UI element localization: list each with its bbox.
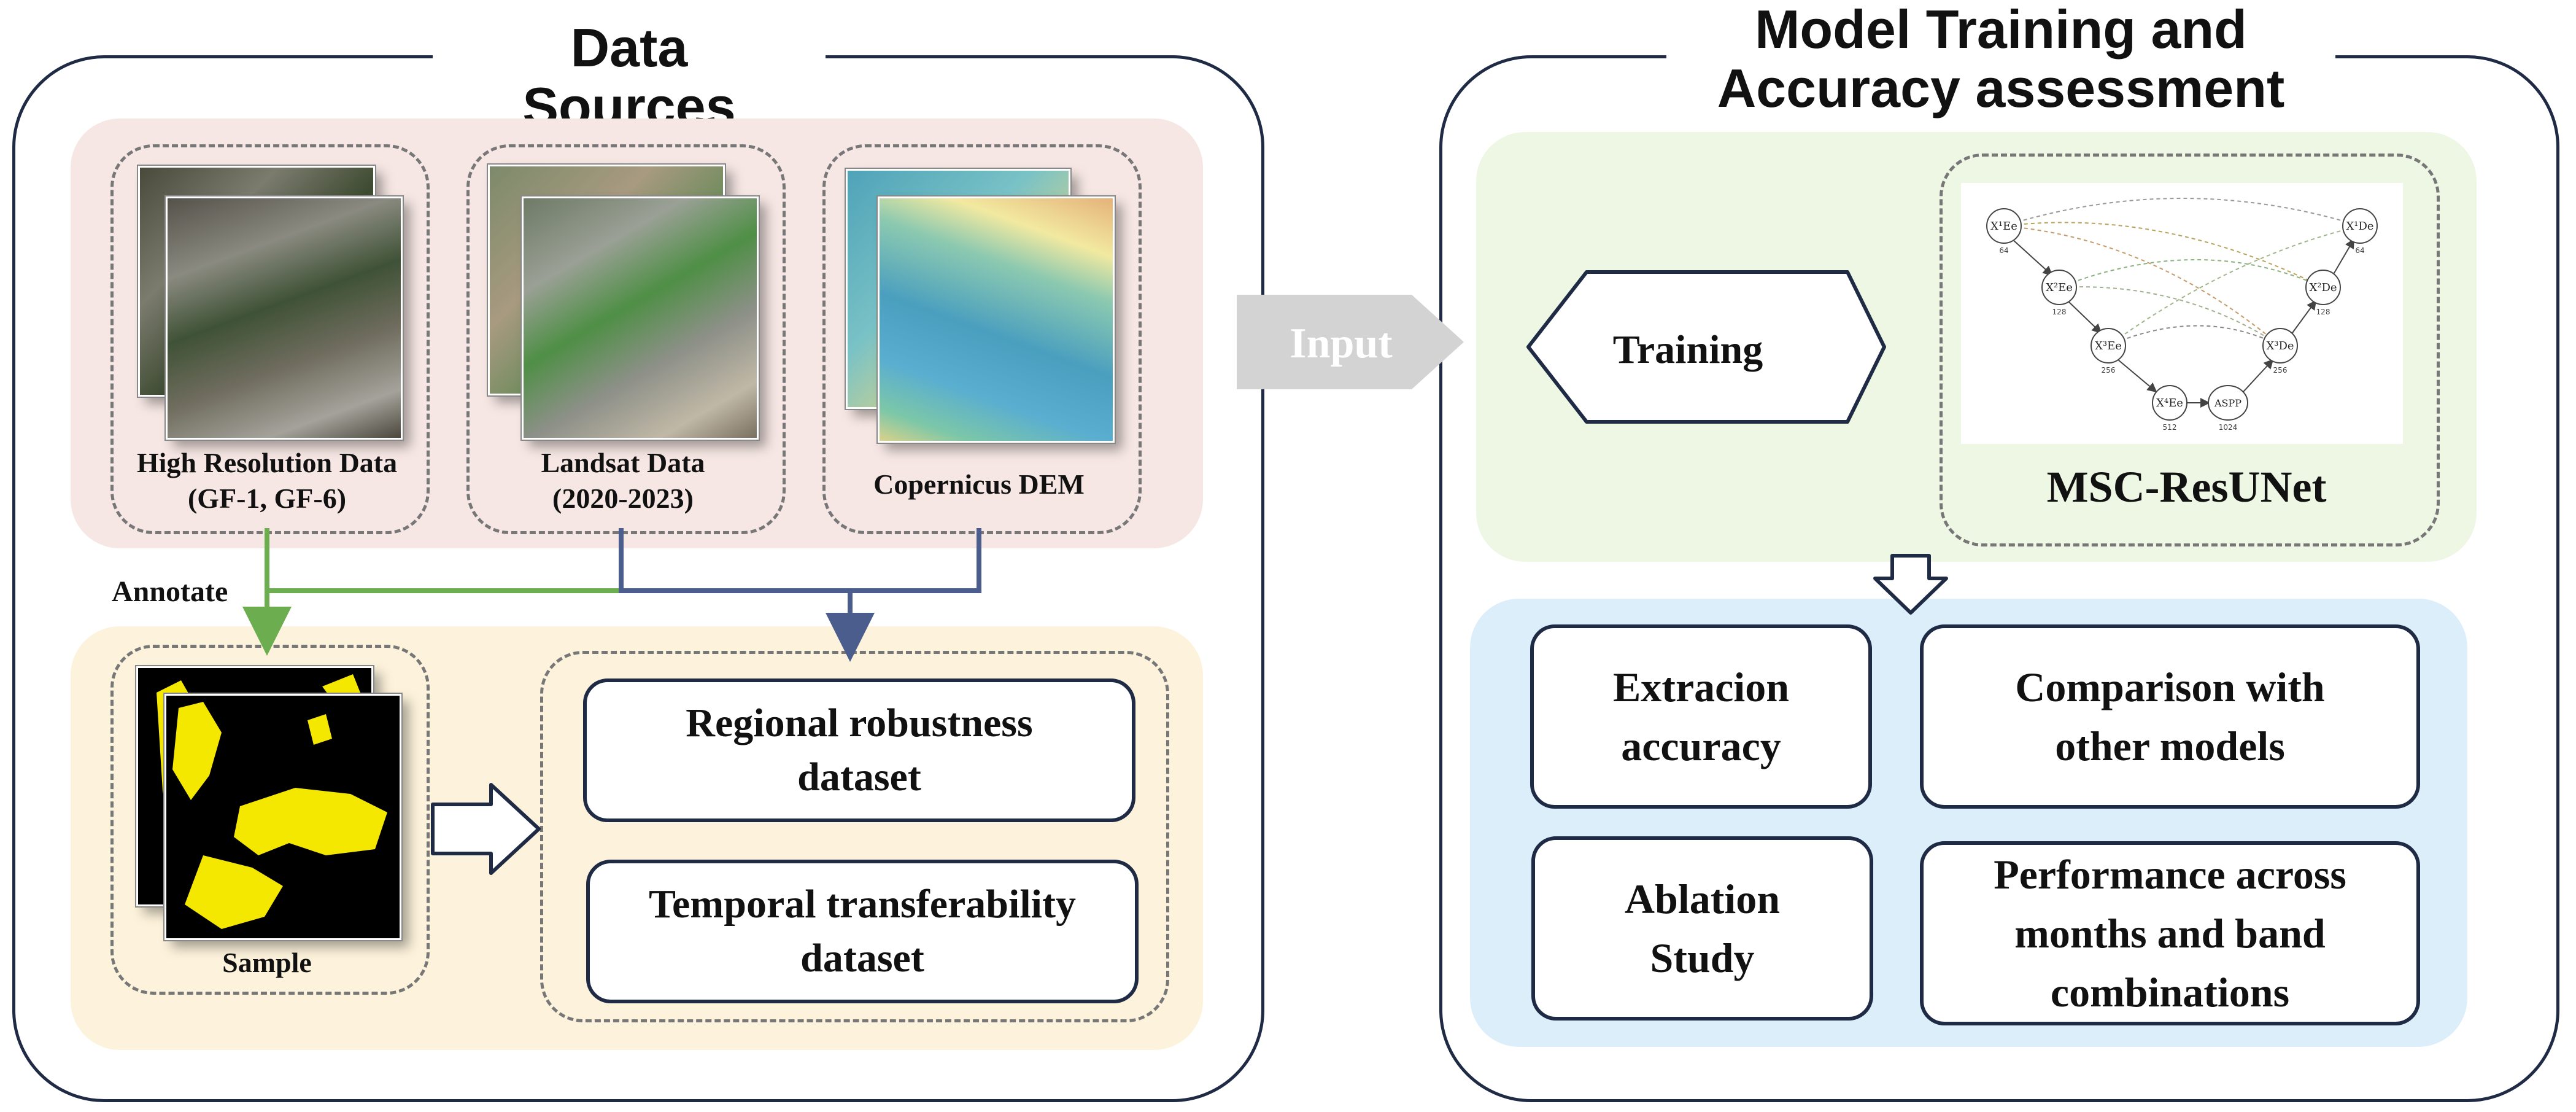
down-arrow bbox=[1873, 554, 1948, 615]
comparison-box: Comparison with other models bbox=[1920, 624, 2420, 809]
performance-box: Performance across months and band combi… bbox=[1920, 841, 2420, 1025]
sample-mask-front bbox=[164, 694, 401, 940]
dem-image-front bbox=[878, 196, 1115, 443]
node-enc-3: X³Ee bbox=[2095, 340, 2122, 352]
channel-1024: 1024 bbox=[2219, 423, 2238, 432]
dem-label: Copernicus DEM bbox=[873, 469, 1085, 500]
regional-robustness-dataset-box: Regional robustness dataset bbox=[583, 678, 1135, 822]
input-label: Input bbox=[1290, 320, 1393, 367]
extraction-accuracy-box: Extracion accuracy bbox=[1530, 624, 1872, 809]
channel-64-dec: 64 bbox=[2355, 246, 2364, 255]
network-diagram: X¹Ee X²Ee X³Ee X⁴Ee ASPP X³De X²De X¹De … bbox=[1961, 183, 2403, 444]
temporal-transferability-dataset-box: Temporal transferability dataset bbox=[586, 860, 1139, 1003]
node-enc-1: X¹Ee bbox=[1990, 220, 2017, 233]
channel-128-dec: 128 bbox=[2316, 308, 2330, 316]
input-arrow bbox=[1237, 295, 1464, 389]
model-name: MSC-ResUNet bbox=[2046, 462, 2327, 511]
high-resolution-label: High Resolution Data (GF-1, GF-6) bbox=[136, 447, 398, 514]
landsat-group bbox=[466, 144, 786, 534]
node-enc-2: X²Ee bbox=[2046, 281, 2073, 294]
model-group bbox=[1940, 154, 2440, 546]
node-dec-3: X³De bbox=[2266, 340, 2294, 352]
node-enc-4: X⁴Ee bbox=[2156, 397, 2183, 410]
channel-64-enc: 64 bbox=[1999, 246, 2008, 255]
landsat-connector bbox=[619, 528, 981, 593]
sample-to-dataset-arrow bbox=[431, 783, 541, 875]
landsat-label: Landsat Data (2020-2023) bbox=[541, 447, 705, 514]
sample-mask-front-shapes bbox=[172, 702, 387, 929]
training-hexagon bbox=[1526, 270, 1886, 424]
landsat-image-front bbox=[522, 196, 759, 440]
dem-group bbox=[822, 144, 1142, 534]
annotate-connector bbox=[265, 528, 620, 593]
annotate-label: Annotate bbox=[112, 575, 228, 608]
model-training-title: Model Training and Accuracy assessment bbox=[1666, 0, 2335, 118]
network-diagram-svg: X¹Ee X²Ee X³Ee X⁴Ee ASPP X³De X²De X¹De … bbox=[1986, 198, 2378, 432]
sample-label: Sample bbox=[222, 947, 312, 978]
high-resolution-group bbox=[110, 144, 430, 534]
node-dec-2: X²De bbox=[2309, 281, 2337, 294]
channel-512: 512 bbox=[2163, 423, 2177, 432]
channel-256-enc: 256 bbox=[2102, 366, 2116, 375]
training-label: Training bbox=[1612, 327, 1763, 372]
ablation-study-box: Ablation Study bbox=[1531, 836, 1873, 1021]
node-aspp: ASPP bbox=[2214, 397, 2241, 409]
node-dec-1: X¹De bbox=[2346, 220, 2373, 233]
channel-256-dec: 256 bbox=[2273, 366, 2288, 375]
high-resolution-image-front bbox=[166, 196, 403, 440]
channel-128-enc: 128 bbox=[2052, 308, 2067, 316]
